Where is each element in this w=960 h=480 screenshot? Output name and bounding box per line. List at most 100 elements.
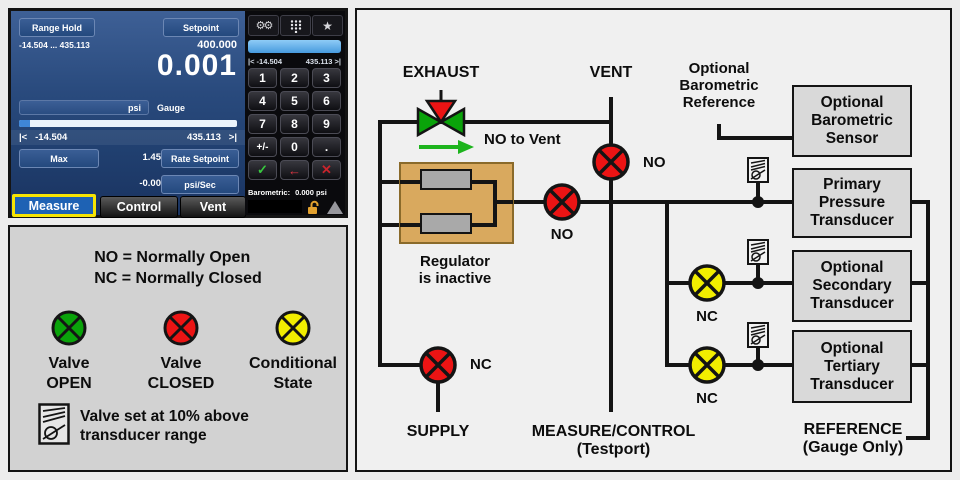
no-to-vent-label: NO to Vent xyxy=(484,131,561,148)
valve-closed-line2: CLOSED xyxy=(147,375,215,392)
vent-valve-label: NO xyxy=(643,154,666,171)
key-9[interactable]: 9 xyxy=(312,114,341,134)
valve-conditional-icon xyxy=(275,310,311,346)
tab-vent[interactable]: Vent xyxy=(180,196,246,218)
exhaust-valve-icon xyxy=(416,90,466,138)
back-arrow-icon: ← xyxy=(288,162,301,178)
key-0[interactable]: 0 xyxy=(280,137,309,157)
reference-port-label: REFERENCE (Gauge Only) xyxy=(793,421,913,457)
box-line: Optional xyxy=(820,259,884,276)
flow-arrow-icon xyxy=(419,140,474,154)
setpoint-button[interactable]: Setpoint xyxy=(163,18,239,37)
junction-dot xyxy=(752,277,764,289)
relief-valve-note: Valve set at 10% above transducer range xyxy=(80,407,249,445)
range-progress-bar xyxy=(19,120,237,127)
legend-nc-definition: NC = Normally Closed xyxy=(94,270,262,287)
reference-line1: REFERENCE xyxy=(803,421,903,438)
supply-port-label: SUPPLY xyxy=(406,423,470,440)
baro-reference-label: Optional Barometric Reference xyxy=(658,60,780,111)
max-value: 1.45 xyxy=(142,152,162,163)
box-line: Secondary xyxy=(812,277,892,294)
unlocked-padlock-icon[interactable] xyxy=(305,200,321,215)
bar-min-label: |< -14.504 xyxy=(19,132,68,143)
key-2[interactable]: 2 xyxy=(280,68,309,88)
entry-field[interactable] xyxy=(248,40,341,53)
baro-ref-line1: Optional xyxy=(688,60,750,77)
relief-note-line1: Valve set at 10% above xyxy=(80,408,249,425)
rate-unit-button[interactable]: psi/Sec xyxy=(161,175,239,194)
reference-line2: (Gauge Only) xyxy=(802,439,904,456)
max-button[interactable]: Max xyxy=(19,149,99,168)
valve-open-label: Valve OPEN xyxy=(14,354,124,394)
box-line: Transducer xyxy=(810,375,894,393)
valve-closed-label: Valve CLOSED xyxy=(126,354,236,394)
status-area xyxy=(248,200,302,213)
regulator-line1: Regulator xyxy=(419,253,490,270)
box-line: Sensor xyxy=(825,130,879,147)
backspace-key[interactable]: ← xyxy=(280,160,309,180)
tab-measure[interactable]: Measure xyxy=(12,194,96,217)
box-line: Barometric xyxy=(811,112,893,129)
key-6[interactable]: 6 xyxy=(312,91,341,111)
baro-ref-line3: Reference xyxy=(682,94,756,111)
key-decimal[interactable]: . xyxy=(312,137,341,157)
baro-ref-line2: Barometric xyxy=(679,77,759,94)
key-8[interactable]: 8 xyxy=(280,114,309,134)
mode-label: Gauge xyxy=(157,103,186,113)
key-3[interactable]: 3 xyxy=(312,68,341,88)
bar-max-label: 435.113 >| xyxy=(187,132,237,143)
range-progress-fill xyxy=(19,120,30,127)
key-7[interactable]: 7 xyxy=(248,114,277,134)
key-plus-minus[interactable]: +/- xyxy=(248,137,277,157)
tertiary-transducer-box: Optional Tertiary Transducer xyxy=(792,330,912,403)
keypad-range-max: 435.113 >| xyxy=(305,57,341,66)
relief-valve-icon xyxy=(38,403,70,445)
range-hold-button[interactable]: Range Hold xyxy=(19,18,95,37)
key-5[interactable]: 5 xyxy=(280,91,309,111)
measure-control-label: MEASURE/CONTROL (Testport) xyxy=(521,423,706,459)
box-line: Transducer xyxy=(810,212,894,229)
regulator-line2: is inactive xyxy=(418,270,492,287)
valve-open-line1: Valve xyxy=(48,355,90,372)
tab-control[interactable]: Control xyxy=(100,196,178,218)
gears-icon: ⚙⚙ xyxy=(255,20,274,32)
settings-gears-button[interactable]: ⚙⚙ xyxy=(248,15,279,36)
barometric-readout: Barometric:0.000 psi xyxy=(248,188,332,197)
exhaust-port-label: EXHAUST xyxy=(402,64,480,81)
confirm-key[interactable]: ✓ xyxy=(248,160,277,180)
vent-port-label: VENT xyxy=(589,64,633,81)
favorites-button[interactable]: ★ xyxy=(312,15,343,36)
cancel-key[interactable]: ✕ xyxy=(312,160,341,180)
primary-transducer-box: Primary Pressure Transducer xyxy=(792,168,912,238)
legend-no-definition: NO = Normally Open xyxy=(94,249,251,266)
conditional-line1: Conditional xyxy=(249,355,337,372)
barometric-sensor-box: Optional Barometric Sensor xyxy=(792,85,912,157)
range-bar-labels: |< -14.504 435.113 >| xyxy=(11,130,245,145)
secondary-valve-nc xyxy=(688,264,726,302)
barometric-value: 0.000 psi xyxy=(295,188,327,197)
box-line: Transducer xyxy=(810,295,894,312)
numeric-keypad-button[interactable] xyxy=(280,15,311,36)
secondary-transducer-box: Optional Secondary Transducer xyxy=(792,250,912,322)
key-1[interactable]: 1 xyxy=(248,68,277,88)
secondary-valve-label: NC xyxy=(696,308,718,325)
range-limits-label: -14.504 ... 435.113 xyxy=(19,40,90,50)
key-4[interactable]: 4 xyxy=(248,91,277,111)
valve-closed-icon xyxy=(163,310,199,346)
x-icon: ✕ xyxy=(321,162,332,177)
junction-dot xyxy=(752,359,764,371)
diagram-graphics xyxy=(378,90,930,440)
unit-button[interactable]: psi xyxy=(19,100,149,115)
numeric-keys: 1 2 3 4 5 6 7 8 9 +/- 0 . ✓ ← ✕ xyxy=(248,68,341,180)
main-valve-label: NO xyxy=(550,226,574,243)
legend-panel: NO = Normally Open NC = Normally Closed … xyxy=(8,225,348,472)
box-line: Primary xyxy=(823,176,881,193)
measure-screen: Range Hold Setpoint -14.504 ... 435.113 … xyxy=(11,11,246,218)
rate-value: -0.00 xyxy=(139,178,161,189)
valve-closed-line1: Valve xyxy=(160,355,202,372)
measure-control-line1: MEASURE/CONTROL xyxy=(531,423,696,440)
warning-triangle-icon[interactable] xyxy=(327,201,343,214)
setpoint-value: 400.000 xyxy=(197,39,237,51)
measure-control-line2: (Testport) xyxy=(576,441,651,458)
rate-setpoint-button[interactable]: Rate Setpoint xyxy=(161,149,239,168)
